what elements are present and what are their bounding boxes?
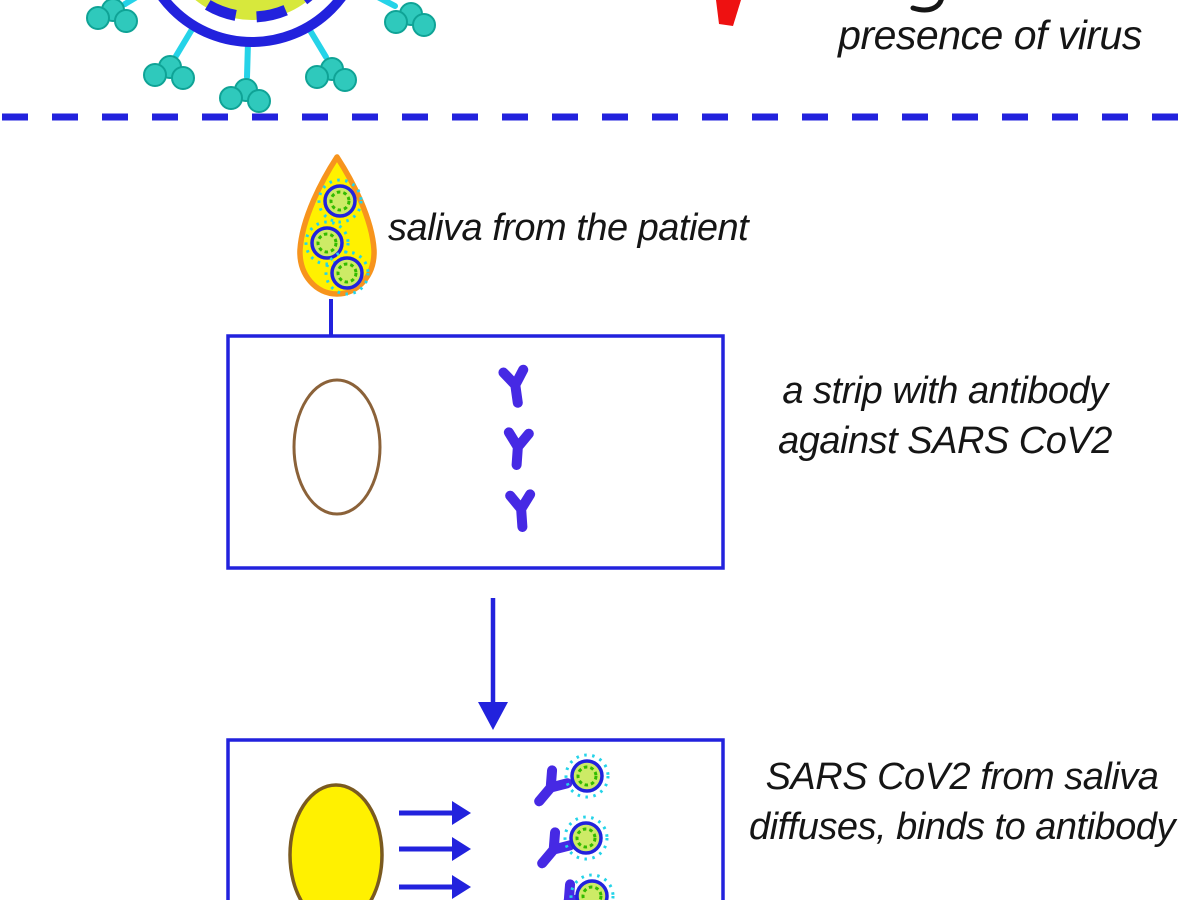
saliva-spot-ellipse xyxy=(288,783,384,900)
spike-icon xyxy=(86,0,436,113)
presence-of-virus-caption: presence of virus xyxy=(838,12,1142,58)
binding-label-line2: diffuses, binds to antibody xyxy=(749,806,1175,848)
red-glyph-fragment xyxy=(716,0,741,26)
binding-label: SARS CoV2 from saliva diffuses, binds to… xyxy=(712,752,1200,852)
binding-strip-box xyxy=(226,738,725,900)
sample-spot-ellipse xyxy=(292,378,382,516)
strip-label-line2: against SARS CoV2 xyxy=(778,420,1112,462)
saliva-drop-icon xyxy=(297,154,377,297)
strip-label-line1: a strip with antibody xyxy=(782,370,1108,412)
down-arrow-icon xyxy=(478,598,508,730)
strip-label: a strip with antibody against SARS CoV2 xyxy=(745,366,1145,466)
binding-label-line1: SARS CoV2 from saliva xyxy=(765,756,1159,798)
right-arrow-icon xyxy=(399,801,471,825)
antibody-strip-box xyxy=(226,334,725,570)
right-arrow-icon xyxy=(399,875,471,899)
cutoff-text-descender xyxy=(910,0,944,13)
right-arrow-icon xyxy=(399,837,471,861)
saliva-label: saliva from the patient xyxy=(388,207,749,249)
coronavirus-icon xyxy=(86,0,436,113)
